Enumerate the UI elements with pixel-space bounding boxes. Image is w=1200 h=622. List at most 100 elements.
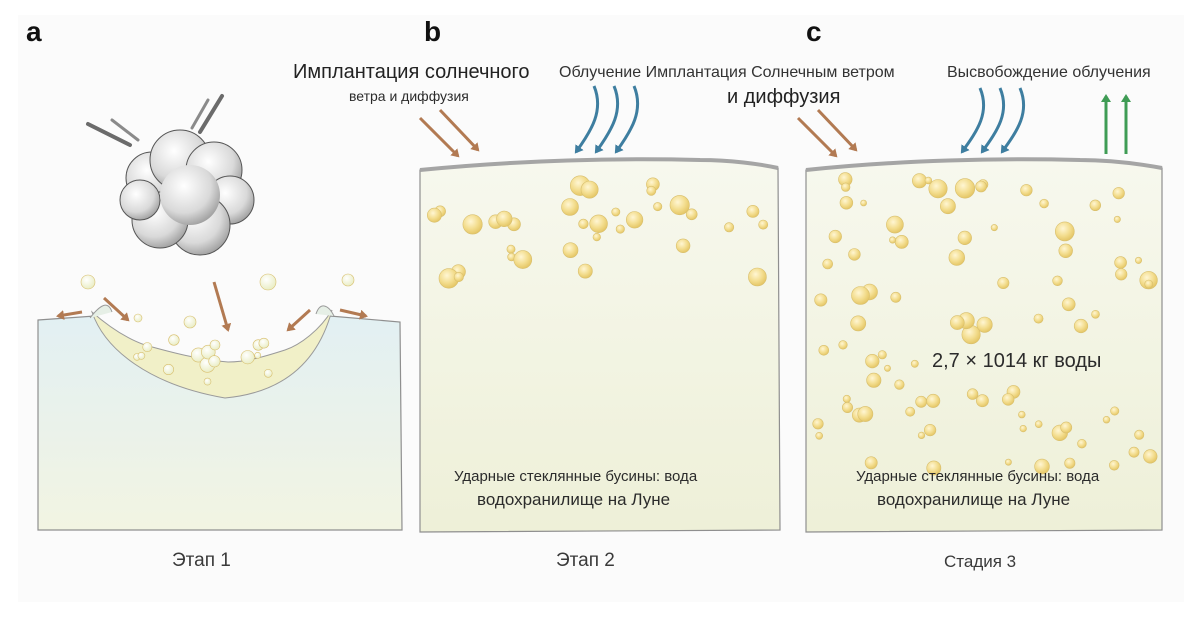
glass-bead	[954, 178, 976, 199]
glass-bead	[625, 211, 644, 229]
glass-bead	[924, 176, 933, 185]
irradiation-label-line2: и диффузия	[727, 86, 841, 108]
impact-streak	[110, 118, 140, 142]
glass-bead	[1001, 393, 1015, 406]
glass-bead	[748, 267, 767, 287]
glass-bead	[240, 350, 255, 365]
glass-bead	[848, 248, 861, 261]
glass-bead	[865, 354, 880, 369]
glass-bead	[877, 350, 887, 360]
implantation-label: Имплантация солнечного	[293, 61, 530, 83]
glass-bead	[822, 258, 834, 270]
panel-b-letter: b	[424, 16, 442, 47]
glass-bead	[1089, 199, 1102, 212]
glass-bead	[1143, 449, 1158, 464]
glass-bead	[1110, 406, 1120, 416]
panel-c-surface-layer	[805, 157, 1163, 172]
glass-bead	[506, 244, 516, 254]
glass-bead	[975, 180, 987, 193]
panel-b-caption: Этап 2	[556, 550, 615, 571]
glass-bead	[611, 207, 621, 217]
glass-bead	[851, 286, 870, 305]
glass-bead	[1091, 309, 1100, 319]
glass-bead	[578, 218, 589, 229]
glass-bead	[133, 313, 143, 323]
glass-bead	[917, 431, 926, 440]
glass-bead	[758, 219, 769, 230]
glass-bead	[1113, 215, 1121, 223]
glass-bead	[462, 214, 483, 235]
glass-bead	[1061, 297, 1076, 312]
glass-bead	[1108, 460, 1120, 471]
glass-bead	[1020, 184, 1033, 197]
panel-c	[796, 87, 1163, 533]
glass-bead	[675, 238, 691, 254]
glass-bead	[890, 291, 902, 303]
glass-bead	[513, 250, 533, 269]
glass-bead	[940, 198, 956, 215]
glass-bead	[259, 273, 277, 291]
glass-bead	[1077, 439, 1087, 449]
glass-bead	[685, 208, 698, 221]
glass-bead	[841, 182, 851, 192]
glass-bead	[724, 222, 735, 233]
glass-bead	[905, 406, 916, 417]
glass-bead	[1115, 268, 1128, 281]
panel-c-reservoir-label: Ударные стеклянные бусины: вода	[856, 468, 1100, 485]
glass-bead	[911, 173, 927, 189]
glass-bead	[561, 198, 579, 216]
glass-bead	[254, 351, 262, 359]
glass-bead	[866, 372, 882, 388]
glass-bead	[1114, 256, 1127, 269]
glass-bead	[1055, 221, 1075, 242]
arrow-icon	[438, 108, 480, 152]
glass-bead	[203, 377, 212, 386]
glass-bead	[209, 339, 221, 351]
impact-streak	[86, 122, 132, 147]
glass-bead	[1144, 279, 1154, 289]
panel-b-surface-layer	[419, 157, 779, 172]
arrow-icon	[960, 87, 986, 154]
glass-bead	[1064, 457, 1076, 469]
glass-bead	[1058, 243, 1073, 259]
crater-rim-right	[315, 305, 335, 317]
water-amount-label: 2,7 × 1014 кг воды	[932, 350, 1102, 372]
glass-bead	[1135, 256, 1143, 264]
glass-bead	[746, 204, 760, 218]
glass-bead	[860, 199, 867, 207]
panel-c-reservoir-label-line2: водохранилище на Луне	[877, 490, 1071, 509]
panel-a-caption: Этап 1	[172, 550, 231, 571]
arrow-icon	[796, 116, 838, 158]
irradiation-label: Облучение Имплантация Солнечным ветром	[559, 64, 895, 81]
panel-c-letter: c	[806, 16, 822, 47]
glass-bead	[1005, 458, 1012, 466]
glass-bead	[828, 229, 842, 244]
arrow-icon	[574, 85, 600, 154]
panel-b-reservoir-label-line2: водохранилище на Луне	[477, 490, 671, 509]
glass-bead	[453, 271, 464, 282]
glass-bead	[886, 215, 904, 234]
glass-bead	[841, 401, 853, 413]
glass-bead	[926, 460, 942, 476]
glass-bead	[814, 293, 828, 307]
glass-bead	[426, 207, 442, 223]
glass-bead	[1034, 420, 1043, 429]
glass-bead	[577, 263, 593, 279]
glass-bead	[948, 249, 965, 266]
glass-bead	[669, 195, 690, 216]
glass-bead	[1128, 446, 1140, 458]
arrow-icon	[56, 310, 83, 320]
impact-streak	[198, 94, 224, 134]
glass-bead	[1102, 416, 1111, 424]
glass-bead	[889, 236, 897, 244]
glass-bead	[976, 316, 993, 333]
arrow-icon	[1000, 87, 1026, 154]
arrow-icon	[286, 308, 312, 332]
panel-b-reservoir-label: Ударные стеклянные бусины: вода	[454, 468, 698, 485]
panel-a	[37, 94, 403, 531]
arrow-icon	[212, 281, 232, 332]
arrow-icon	[339, 308, 368, 320]
glass-bead	[838, 340, 848, 350]
glass-bead	[496, 210, 513, 227]
arrow-icon	[102, 296, 130, 322]
